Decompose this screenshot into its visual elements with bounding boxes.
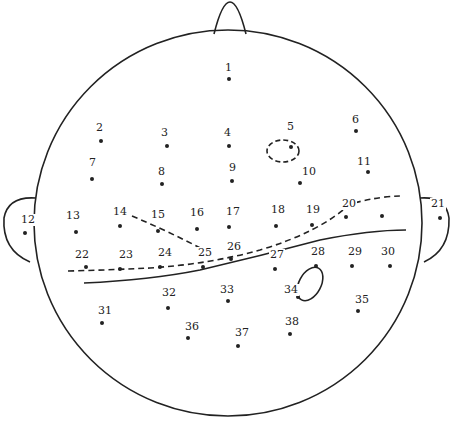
head-circle	[34, 30, 422, 416]
callout-number: 9	[228, 162, 237, 174]
left-ear	[4, 198, 36, 262]
callout-number: 20	[341, 198, 357, 210]
electrode-dot	[99, 139, 103, 143]
electrode-dot	[388, 264, 392, 268]
callout-number: 37	[234, 327, 250, 339]
callout-number: 1	[224, 62, 233, 74]
callout-number: 30	[380, 246, 396, 258]
electrode-dot	[273, 267, 277, 271]
callout-number: 11	[356, 156, 372, 168]
callout-number: 35	[354, 294, 370, 306]
callout-number: 15	[150, 209, 166, 221]
callout-number: 16	[189, 207, 205, 219]
callout-number: 25	[197, 247, 213, 259]
callout-number: 32	[161, 287, 177, 299]
callout-number: 23	[118, 249, 134, 261]
electrode-dot	[156, 229, 160, 233]
electrode-dot	[438, 216, 442, 220]
right-ear	[420, 198, 449, 262]
head-drawing	[4, 2, 449, 416]
dashed-region	[267, 140, 299, 162]
callout-number: 33	[219, 284, 235, 296]
electrode-dot	[350, 264, 354, 268]
callout-number: 21	[430, 198, 446, 210]
callout-number: 4	[223, 127, 232, 139]
electrode-dot	[298, 181, 302, 185]
electrode-dot	[165, 144, 169, 148]
electrode-dot	[344, 215, 348, 219]
callout-number: 19	[305, 204, 321, 216]
electrode-dot	[356, 309, 360, 313]
callout-number: 17	[225, 206, 241, 218]
electrode-dot	[229, 257, 233, 261]
callout-number: 26	[226, 241, 242, 253]
electrode-dot	[274, 224, 278, 228]
electrode-dot	[186, 336, 190, 340]
callout-number: 12	[20, 214, 36, 226]
electrode-dot	[314, 264, 318, 268]
electrode-dot	[227, 144, 231, 148]
callout-number: 31	[97, 305, 113, 317]
electrode-dot	[227, 77, 231, 81]
callout-number: 14	[112, 206, 128, 218]
boundary-line	[84, 230, 406, 283]
callout-number: 2	[95, 122, 104, 134]
nose	[214, 2, 246, 34]
electrode-dot	[158, 265, 162, 269]
electrode-dot	[118, 224, 122, 228]
callout-number: 34	[283, 284, 299, 296]
electrode-dot	[354, 129, 358, 133]
electrode-dot	[288, 332, 292, 336]
electrode-dot	[226, 299, 230, 303]
callout-number: 22	[74, 249, 90, 261]
electrode-dot	[227, 225, 231, 229]
electrode-dot	[366, 170, 370, 174]
dashed-boundary	[68, 196, 402, 271]
electrode-dot	[380, 214, 384, 218]
callout-number: 8	[157, 166, 166, 178]
electrode-dot	[100, 321, 104, 325]
callout-number: 27	[269, 249, 285, 261]
callout-number: 28	[310, 246, 326, 258]
electrode-dot	[84, 265, 88, 269]
callout-number: 38	[284, 316, 300, 328]
callout-number: 6	[351, 114, 360, 126]
electrode-dot	[23, 231, 27, 235]
callout-number: 10	[301, 166, 317, 178]
callout-number: 3	[160, 127, 169, 139]
callout-number: 24	[157, 247, 173, 259]
electrode-dot	[289, 145, 293, 149]
callout-number: 5	[286, 121, 295, 133]
electrode-dot	[236, 344, 240, 348]
electrode-dot	[160, 182, 164, 186]
electrode-dot	[166, 306, 170, 310]
callout-number: 13	[65, 210, 81, 222]
callout-number: 7	[88, 157, 97, 169]
electrode-dot	[310, 223, 314, 227]
electrode-dot	[74, 230, 78, 234]
electrode-dot	[201, 265, 205, 269]
electrode-dot	[195, 227, 199, 231]
electrode-dot	[118, 267, 122, 271]
callout-number: 29	[347, 246, 363, 258]
electrode-dot	[90, 177, 94, 181]
electrode-dots	[23, 77, 442, 348]
electrode-dot	[230, 179, 234, 183]
callout-number: 36	[184, 321, 200, 333]
callout-number: 18	[270, 204, 286, 216]
